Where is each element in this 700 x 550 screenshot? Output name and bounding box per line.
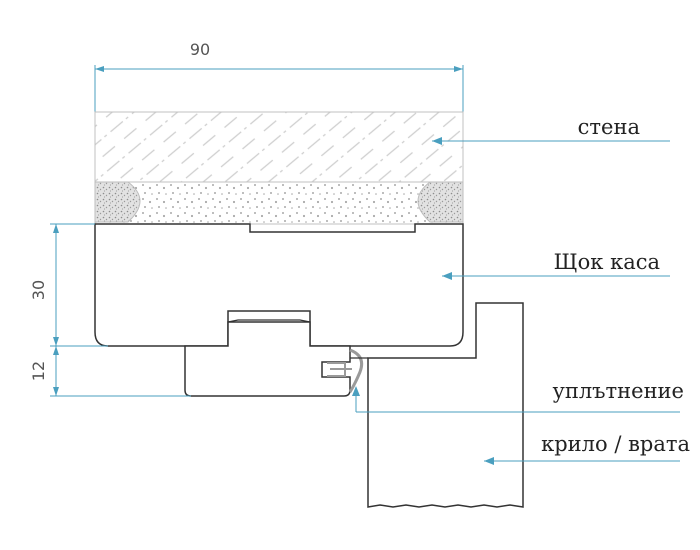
height-dimension-12: 12 <box>29 346 191 397</box>
height-dimension-30: 30 <box>29 223 108 347</box>
seal-gasket <box>327 348 364 393</box>
door-jamb-profile <box>94 223 464 347</box>
door-leaf-profile <box>367 302 524 508</box>
callout-jamb: Щок каса <box>442 250 670 280</box>
label-seal: уплътнение <box>552 379 684 403</box>
label-jamb: Щок каса <box>554 250 660 274</box>
height-dimension-30-value: 30 <box>29 280 48 300</box>
width-dimension-value: 90 <box>190 40 210 59</box>
callout-seal: уплътнение <box>352 379 684 413</box>
callout-door-leaf: крило / врата <box>484 432 690 465</box>
wall-section <box>94 111 464 183</box>
label-wall: стена <box>578 115 640 139</box>
callout-wall: стена <box>432 115 670 145</box>
height-dimension-12-value: 12 <box>29 361 48 381</box>
width-dimension: 90 <box>94 40 464 112</box>
jamb-groove-line <box>227 319 311 323</box>
foam-layer <box>94 181 464 225</box>
label-door-leaf: крило / врата <box>541 432 690 456</box>
